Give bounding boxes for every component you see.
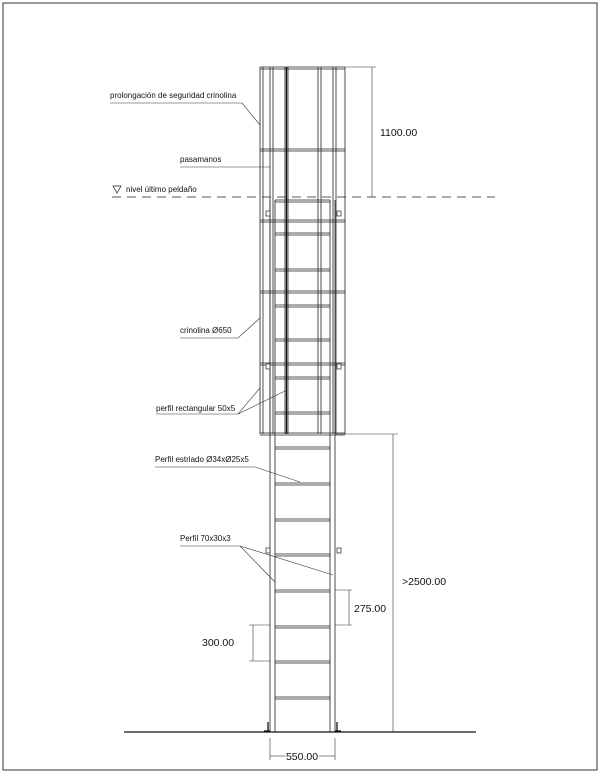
leader-rail-profile-b: [239, 545, 334, 576]
label-rung-profile: Perfil estriado Ø34xØ25x5: [155, 455, 249, 464]
leader-rail-profile-a: [180, 545, 276, 583]
label-rail-profile: Perfil 70x30x3: [180, 534, 231, 543]
label-rect-profile: perfil rectangular 50x5: [156, 404, 236, 413]
level-triangle-icon: [112, 185, 122, 194]
label-top-rung-level: nivel último peldaño: [126, 185, 197, 194]
label-handrail: pasamanos: [180, 155, 221, 164]
label-crinoline: crinolina Ø650: [180, 326, 232, 335]
dim-ladder-width: 550.00: [286, 751, 318, 763]
leader-crinoline-extension: [110, 102, 261, 126]
wall-bracket: [336, 547, 342, 554]
leader-crinoline: [180, 317, 261, 339]
dim-extension-height: 1100.00: [380, 127, 417, 139]
wall-bracket: [336, 210, 342, 217]
label-crinoline-extension: prolongación de seguridad crinolina: [110, 91, 237, 100]
wall-bracket: [265, 363, 271, 370]
wall-bracket: [265, 210, 271, 217]
dim-min-height: >2500.00: [402, 576, 446, 588]
dim-rung-spacing-b: 300.00: [202, 637, 234, 649]
wall-bracket: [336, 363, 342, 370]
wall-bracket: [265, 547, 271, 554]
ladder-geometry: [112, 66, 495, 760]
leader-rect-profile-b: [237, 389, 288, 415]
leader-rung-profile: [155, 466, 301, 483]
dim-rung-spacing-a: 275.00: [354, 603, 386, 615]
